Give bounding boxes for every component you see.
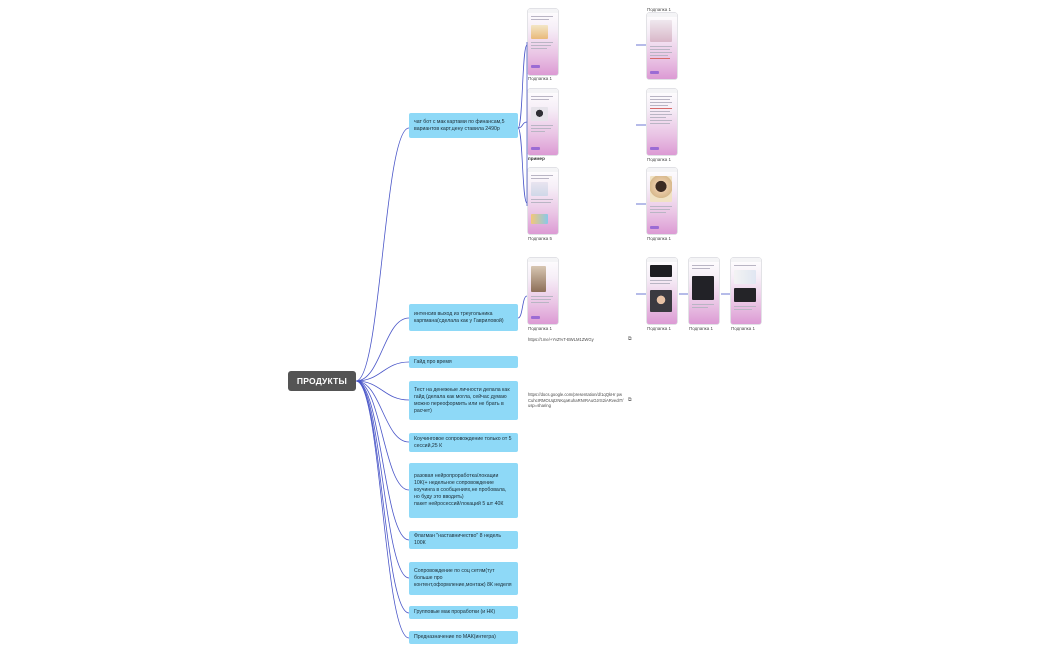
frame-caption: Подпапка 1 xyxy=(689,326,713,331)
connector-root-node-3 xyxy=(355,361,410,382)
connector-root-node-8 xyxy=(355,380,410,579)
connector-root-node-7 xyxy=(355,380,410,541)
root-node-products[interactable]: ПРОДУКТЫ xyxy=(288,371,356,391)
connector-root-node-6 xyxy=(355,380,410,491)
screenshot-frame[interactable] xyxy=(528,168,558,234)
screenshot-frame[interactable] xyxy=(647,89,677,155)
connector-root-node-10 xyxy=(355,380,410,639)
example-label: пример xyxy=(528,156,545,161)
screenshot-frame[interactable] xyxy=(647,258,677,324)
screenshot-frame[interactable] xyxy=(731,258,761,324)
node-social-support[interactable]: Сопровождение по соц сетям(тут больше пр… xyxy=(409,562,518,595)
node-flagship-mentoring[interactable]: Флагман "наставничество" 8 недель 100К xyxy=(409,531,518,549)
google-docs-link[interactable]: https://docs.google.com/presentation/d/1… xyxy=(528,392,624,408)
node-destiny-mak[interactable]: Предназначение по МАК(интегра) xyxy=(409,631,518,644)
node-neuro-session[interactable]: разовая нейропроработка/локации 10К(+ не… xyxy=(409,463,518,518)
node-intensive-karpman[interactable]: интенсив выход из треугольника карпмана(… xyxy=(409,304,518,331)
screenshot-frame[interactable] xyxy=(528,89,558,155)
connector-root-node-9 xyxy=(355,380,410,614)
frame-caption: Подпапка 1 xyxy=(647,236,671,241)
frame-caption: Подпапка 1 xyxy=(647,326,671,331)
node-chatbot-mak[interactable]: чат бот с мак картами по финансам,5 вари… xyxy=(409,113,518,138)
frame-caption: Подпапка 1 xyxy=(647,157,671,162)
telegram-link[interactable]: https://t.me/+YvZ%T-BWLM1ZWGy xyxy=(528,337,594,342)
external-link-icon[interactable]: ⧉ xyxy=(628,397,632,403)
node-guide-time[interactable]: Гайд про время xyxy=(409,356,518,368)
node-group-mak[interactable]: Групповые мак проработки (и НК) xyxy=(409,606,518,619)
connector-intensive-frame xyxy=(517,295,528,319)
connector-root-node-5 xyxy=(355,380,410,443)
connector-root-node-1 xyxy=(355,127,410,382)
connector-root-node-2 xyxy=(355,317,410,382)
connector-chatbot-frames xyxy=(517,44,528,129)
connector-root-node-4 xyxy=(355,380,410,401)
node-coaching-support[interactable]: Коучинговое сопровождение только от 5 се… xyxy=(409,433,518,452)
frame-caption: Подпапка 5 xyxy=(528,236,552,241)
external-link-icon[interactable]: ⧉ xyxy=(628,336,632,342)
frame-caption: Подпапка 1 xyxy=(528,76,552,81)
screenshot-frame[interactable] xyxy=(647,168,677,234)
frame-caption: Подпапка 1 xyxy=(731,326,755,331)
node-money-test[interactable]: Тест на денежные личности делала как гай… xyxy=(409,381,518,420)
screenshot-frame[interactable] xyxy=(528,258,558,324)
screenshot-frame[interactable] xyxy=(647,13,677,79)
frame-caption: Подпапка 1 xyxy=(528,326,552,331)
screenshot-frame[interactable] xyxy=(689,258,719,324)
screenshot-frame[interactable] xyxy=(528,9,558,75)
frame-caption: Подпапка 1 xyxy=(647,7,671,12)
